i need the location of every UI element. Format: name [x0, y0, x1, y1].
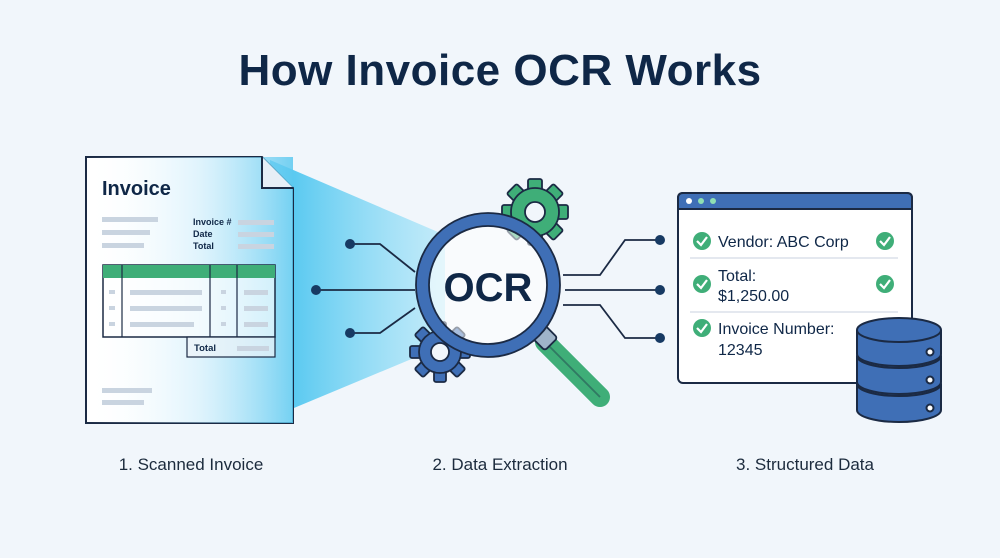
invoice-total-label: Total	[194, 343, 216, 354]
check-icon	[693, 232, 711, 250]
connector-dot	[345, 328, 355, 338]
step-label-scanned: 1. Scanned Invoice	[118, 455, 264, 474]
magnifier-icon: OCR	[415, 212, 610, 407]
field-total-label: Total:	[718, 268, 756, 285]
connector-dot	[655, 235, 665, 245]
field-total-value: $1,250.00	[718, 288, 789, 305]
scanned-invoice: Invoice Invoice # Date Total Total	[85, 156, 294, 424]
check-icon	[876, 275, 894, 293]
invoice-meta-total: Total	[193, 241, 214, 251]
step-label-extraction: 2. Data Extraction	[432, 455, 568, 474]
window-dot	[698, 198, 704, 204]
structured-data-window: Vendor: ABC Corp Total: $1,250.00 Invoic…	[677, 192, 913, 384]
scan-beam	[270, 160, 445, 418]
page-title: How Invoice OCR Works	[238, 46, 762, 95]
connector-dot	[655, 333, 665, 343]
connector-dot	[311, 285, 321, 295]
window-dot	[686, 198, 692, 204]
ocr-label: OCR	[444, 266, 533, 310]
check-icon	[693, 275, 711, 293]
field-invoice-number-label: Invoice Number:	[718, 321, 835, 338]
invoice-meta-date: Date	[193, 229, 213, 239]
step-label-structured: 3. Structured Data	[736, 455, 874, 474]
window-dot	[710, 198, 716, 204]
invoice-meta-number: Invoice #	[193, 217, 232, 227]
field-vendor: Vendor: ABC Corp	[718, 234, 849, 251]
input-connectors	[316, 243, 416, 334]
check-icon	[876, 232, 894, 250]
check-icon	[693, 319, 711, 337]
connector-dot	[345, 239, 355, 249]
connector-dot	[655, 285, 665, 295]
field-invoice-number-value: 12345	[718, 342, 763, 359]
output-connectors	[563, 239, 660, 339]
invoice-heading: Invoice	[102, 178, 171, 200]
database-icon	[856, 317, 942, 423]
